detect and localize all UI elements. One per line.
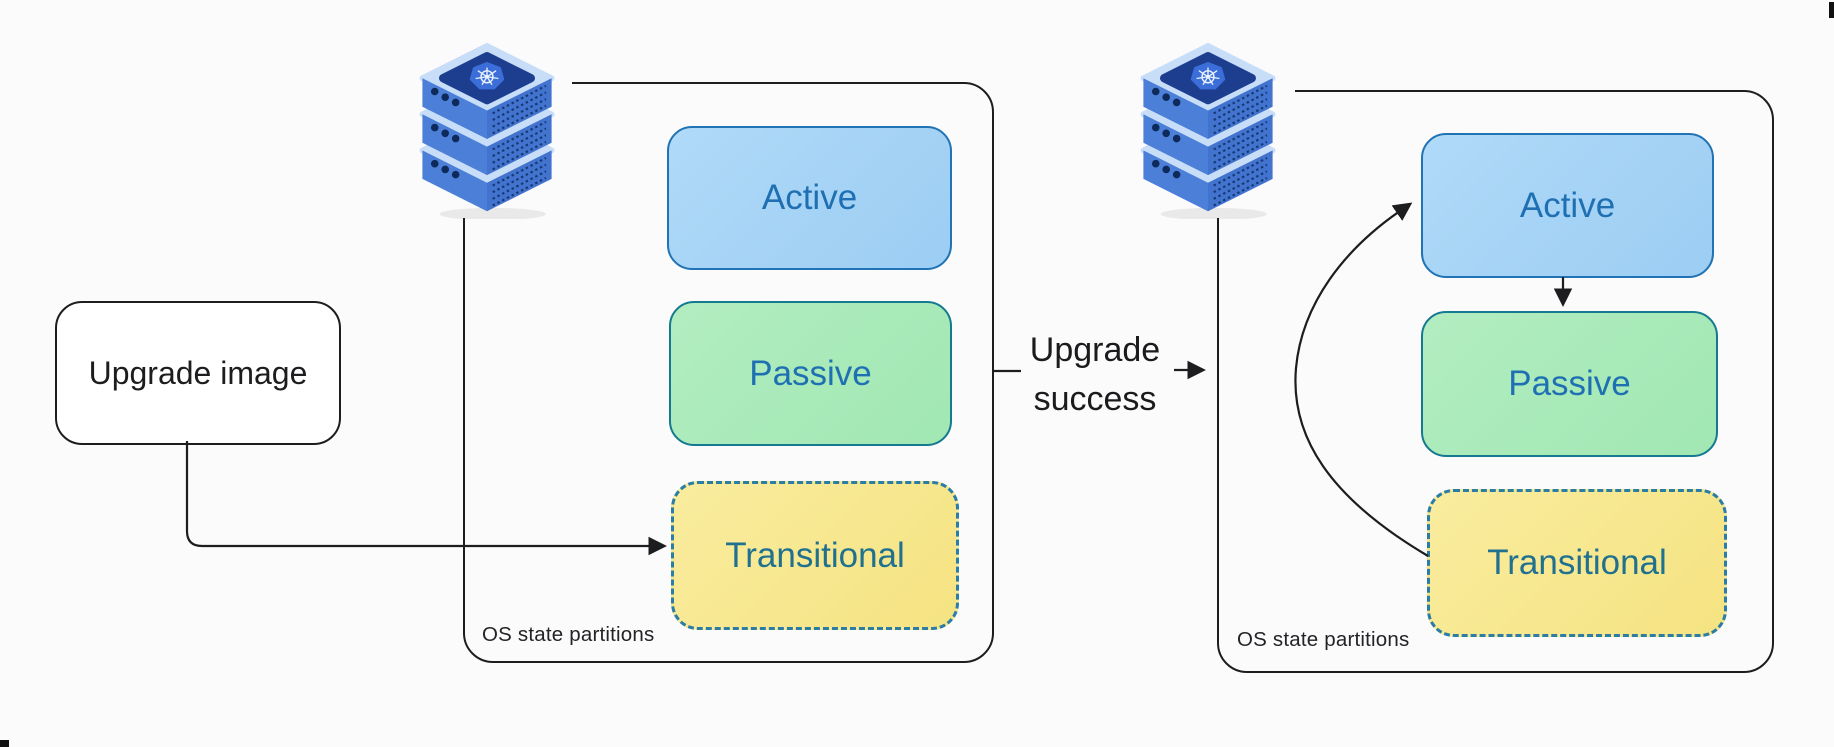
cluster-footer-label-after: OS state partitions <box>1237 628 1410 651</box>
partition-transitional-before: Transitional <box>671 481 959 630</box>
partition-label: Passive <box>1508 364 1631 403</box>
partition-label: Transitional <box>725 535 905 575</box>
upgrade-image-label: Upgrade image <box>88 354 308 391</box>
kubernetes-server-stack-icon <box>402 30 572 218</box>
kubernetes-server-stack-icon <box>1120 28 1295 218</box>
partition-active-after: Active <box>1421 133 1714 278</box>
cluster-after-container <box>1217 90 1774 673</box>
upgrade-success-label: Upgrade success <box>1029 331 1161 418</box>
partition-label: Active <box>1519 185 1616 225</box>
cluster-footer-label-before: OS state partitions <box>482 623 655 646</box>
partition-label: Passive <box>749 353 872 393</box>
partition-label: Active <box>761 178 858 217</box>
partition-passive-after: Passive <box>1421 311 1718 457</box>
partition-passive-before: Passive <box>669 301 952 446</box>
screen-edge-artifact <box>0 740 9 747</box>
upgrade-image-box: Upgrade image <box>55 301 341 445</box>
partition-active-before: Active <box>667 126 952 270</box>
partition-transitional-after: Transitional <box>1427 489 1727 637</box>
cluster-before-container <box>463 82 994 663</box>
screen-edge-artifact <box>1829 2 1834 18</box>
partition-label: Transitional <box>1487 543 1667 582</box>
